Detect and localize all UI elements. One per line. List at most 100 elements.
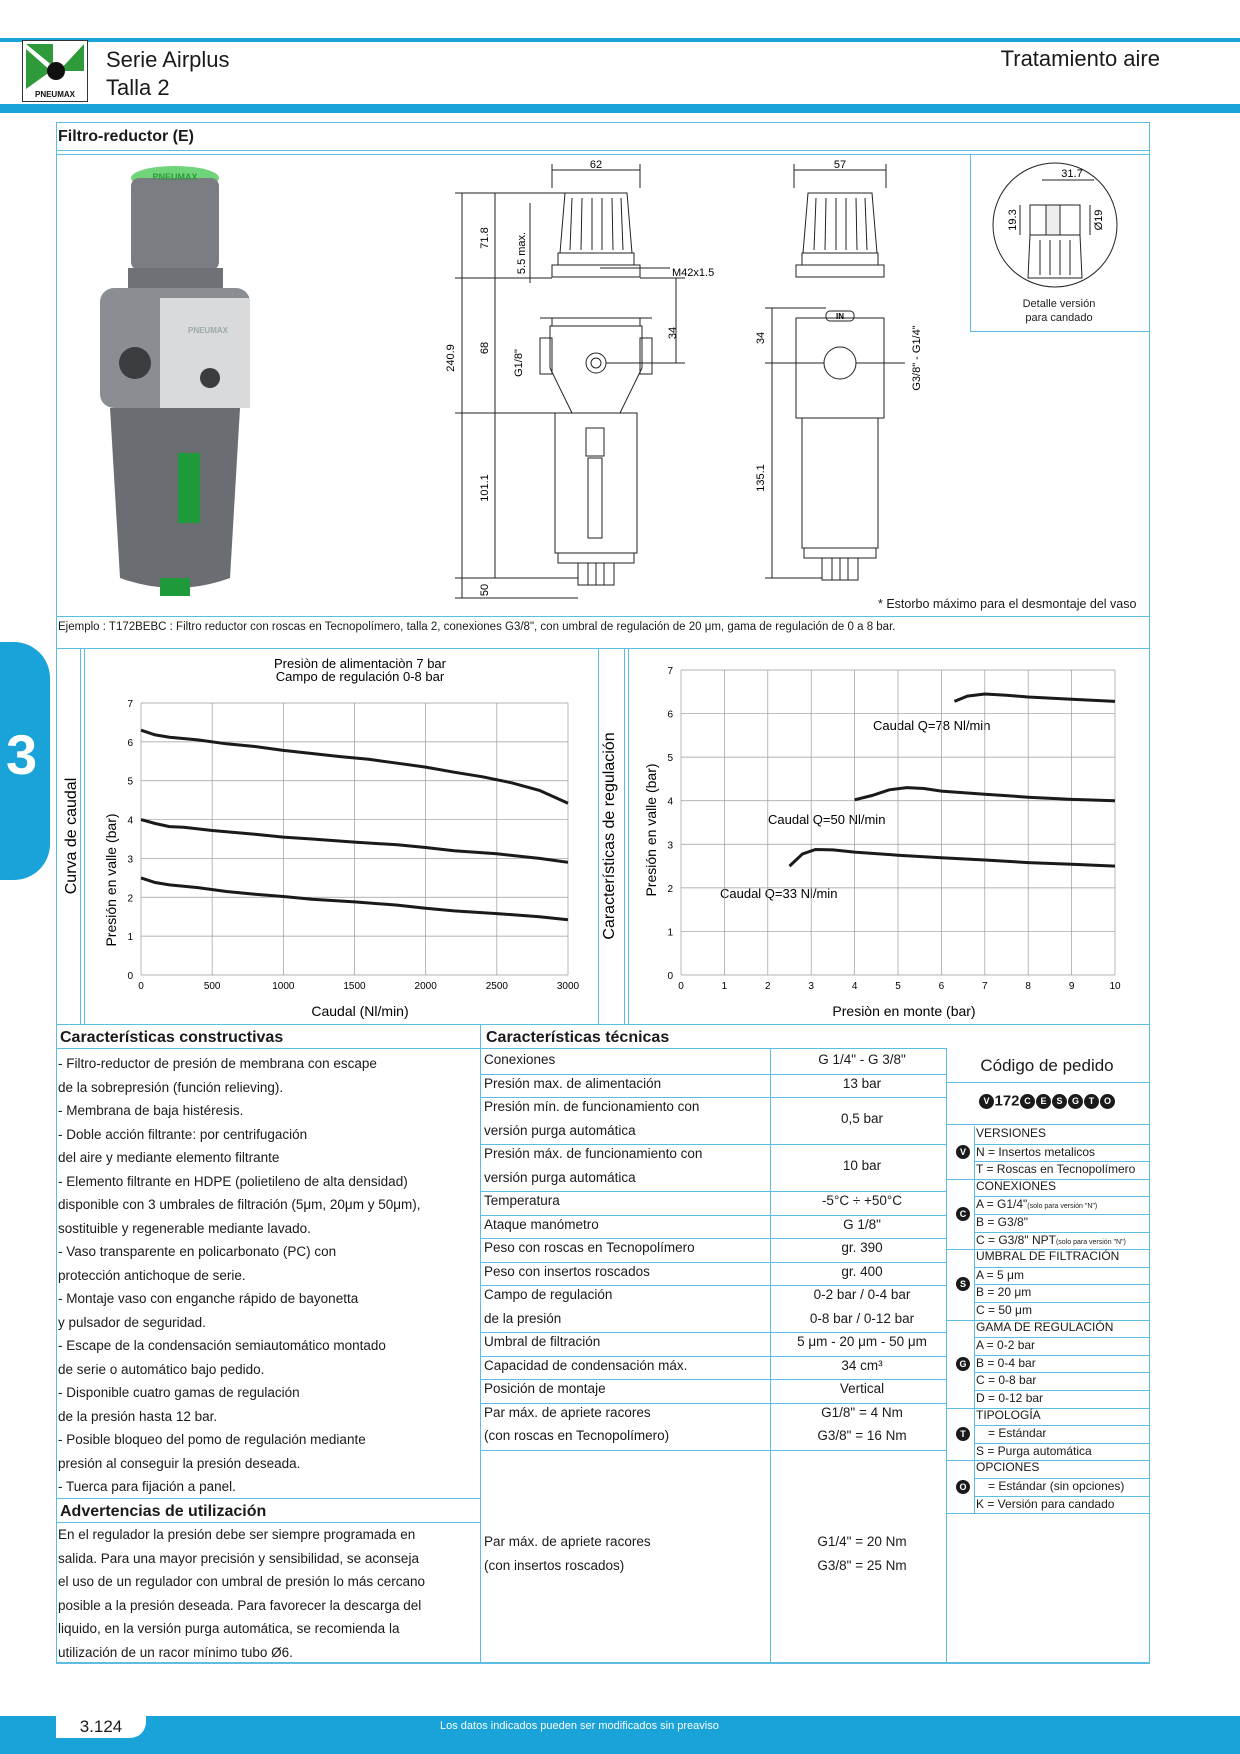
constructive-line: disponible con 3 umbrales de filtración …: [58, 1197, 421, 1212]
constructive-line: presión al conseguir la presión deseada.: [58, 1455, 301, 1471]
code-group-header: TIPOLOGÍA: [976, 1407, 1041, 1422]
tech-value: 34 cm³: [841, 1357, 883, 1373]
series-name: Serie Airplus: [106, 47, 230, 72]
rule: [974, 1143, 1149, 1145]
constructive-line: y pulsador de seguridad.: [58, 1314, 206, 1330]
chart-title: Presiòn de alimentaciòn 7 bar: [274, 656, 447, 671]
constructive-line: - Posible bloqueo del pomo de regulación…: [58, 1432, 366, 1447]
tech-value: G3/8" = 25 Nm: [817, 1557, 907, 1573]
y-tick-label: 0: [667, 971, 673, 982]
rule: [946, 1082, 1149, 1083]
series-line-2: [854, 786, 1116, 803]
svg-text:PNEUMAX: PNEUMAX: [188, 326, 229, 335]
svg-text:G1/8": G1/8": [513, 349, 525, 377]
rule: [480, 1024, 481, 1662]
annotation-q50: Caudal Q=50 Nl/min: [768, 812, 885, 827]
code-group-badge: C: [956, 1207, 970, 1221]
x-tick-label: 1000: [272, 981, 295, 992]
tech-label: Umbral de filtración: [484, 1334, 601, 1349]
y-tick-label: 5: [667, 753, 673, 764]
svg-text:240.9: 240.9: [445, 344, 457, 372]
code-badge-e: E: [1036, 1093, 1052, 1109]
tech-value: 0-8 bar / 0-12 bar: [809, 1310, 915, 1326]
constructive-title: Características constructivas: [60, 1029, 284, 1046]
rule: [56, 648, 1149, 649]
constructive-line: protección antichoque de serie.: [58, 1267, 246, 1283]
svg-text:101.1: 101.1: [479, 474, 491, 502]
page-number: 3.124: [56, 1716, 146, 1738]
rule: [56, 1498, 480, 1499]
rule: [946, 1513, 1149, 1515]
x-tick-label: 6: [939, 981, 945, 992]
y-tick-label: 2: [667, 884, 673, 895]
rule: [974, 1249, 975, 1320]
svg-text:19.3: 19.3: [1007, 209, 1019, 230]
svg-text:62: 62: [590, 159, 602, 171]
rule: [56, 1024, 1149, 1025]
warnings-title: Advertencias de utilización: [60, 1503, 267, 1520]
x-axis-label: Caudal (Nl/min): [311, 1003, 408, 1019]
code-option: C = G3/8" NPT(solo para versión "N"): [976, 1232, 1126, 1247]
y-tick-label: 0: [127, 971, 133, 982]
tech-value: G 1/8": [843, 1216, 881, 1232]
svg-text:50: 50: [479, 584, 491, 596]
constructive-line: de serie o automático bajo pedido.: [58, 1361, 265, 1377]
svg-text:34: 34: [755, 332, 767, 344]
rule: [80, 648, 81, 1024]
code-badge-v: V: [978, 1093, 994, 1109]
svg-text:Ø19: Ø19: [1093, 210, 1105, 231]
series-line-3: [140, 876, 569, 922]
y-tick-label: 4: [127, 816, 133, 827]
rule: [974, 1284, 1149, 1286]
y-tick-label: 5: [127, 777, 133, 788]
code-option: A = G1/4"(solo para versión "N"): [976, 1197, 1098, 1212]
detail-caption-2: para candado: [1025, 312, 1093, 324]
padlock-detail-box: [970, 154, 1150, 332]
x-tick-label: 9: [1069, 981, 1075, 992]
technical-title: Características técnicas: [486, 1029, 670, 1046]
code-option-note: (solo para versión "N"): [1055, 1238, 1126, 1246]
code-badge-o: O: [1100, 1093, 1116, 1109]
rule: [480, 1144, 946, 1145]
rule: [974, 1266, 1149, 1268]
code-group-header: GAMA DE REGULACIÓN: [976, 1319, 1114, 1334]
tech-label: Ataque manómetro: [484, 1216, 599, 1232]
constructive-line: - Doble acción filtrante: por centrifuga…: [58, 1126, 308, 1142]
svg-text:34: 34: [667, 327, 679, 339]
rule: [974, 1337, 1149, 1339]
tech-label: Presión mín. de funcionamiento con: [484, 1099, 700, 1114]
regulation-chart: Características de regulación Presión en…: [601, 666, 1121, 1019]
tech-label: versión purga automática: [484, 1169, 636, 1185]
y-tick-label: 6: [127, 738, 133, 749]
x-tick-label: 1: [722, 981, 728, 992]
x-tick-label: 3: [808, 981, 814, 992]
y-tick-label: 7: [127, 699, 133, 710]
tech-value: 0-2 bar / 0-4 bar: [813, 1287, 911, 1302]
tech-label: Presión máx. de funcionamiento con: [484, 1146, 703, 1161]
series-line-3: [788, 847, 1116, 868]
rule: [480, 1332, 946, 1333]
code-option: C = 0-8 bar: [976, 1373, 1037, 1388]
code-option: C = 50 μm: [976, 1303, 1032, 1317]
y-tick-label: 1: [127, 932, 133, 943]
tech-label: versión purga automática: [484, 1122, 636, 1138]
constructive-line: de la sobrepresión (función relieving).: [58, 1079, 284, 1095]
header-series: Serie Airplus Talla 2: [106, 46, 230, 102]
code-option: N = Insertos metalicos: [976, 1144, 1096, 1159]
x-axis-label: Presiòn en monte (bar): [832, 1003, 975, 1019]
constructive-line: - Tuerca para fijación a panel.: [58, 1479, 236, 1494]
constructive-line: - Disponible cuatro gamas de regulación: [58, 1385, 300, 1400]
content-frame: [56, 122, 1150, 1664]
tech-value: G1/4" = 20 Nm: [817, 1534, 907, 1550]
rule: [480, 1191, 946, 1192]
x-tick-label: 3000: [557, 981, 580, 992]
rule: [480, 1355, 946, 1357]
tech-value: Vertical: [839, 1381, 885, 1396]
x-tick-label: 2: [765, 981, 771, 992]
header-bottom-rule: [0, 104, 1240, 113]
tech-value: G 1/4" - G 3/8": [818, 1052, 906, 1067]
product-photo: PNEUMAX PNEUMAX: [100, 166, 250, 596]
y-axis-label: Presión en valle (bar): [103, 813, 119, 946]
x-tick-label: 2500: [486, 981, 509, 992]
